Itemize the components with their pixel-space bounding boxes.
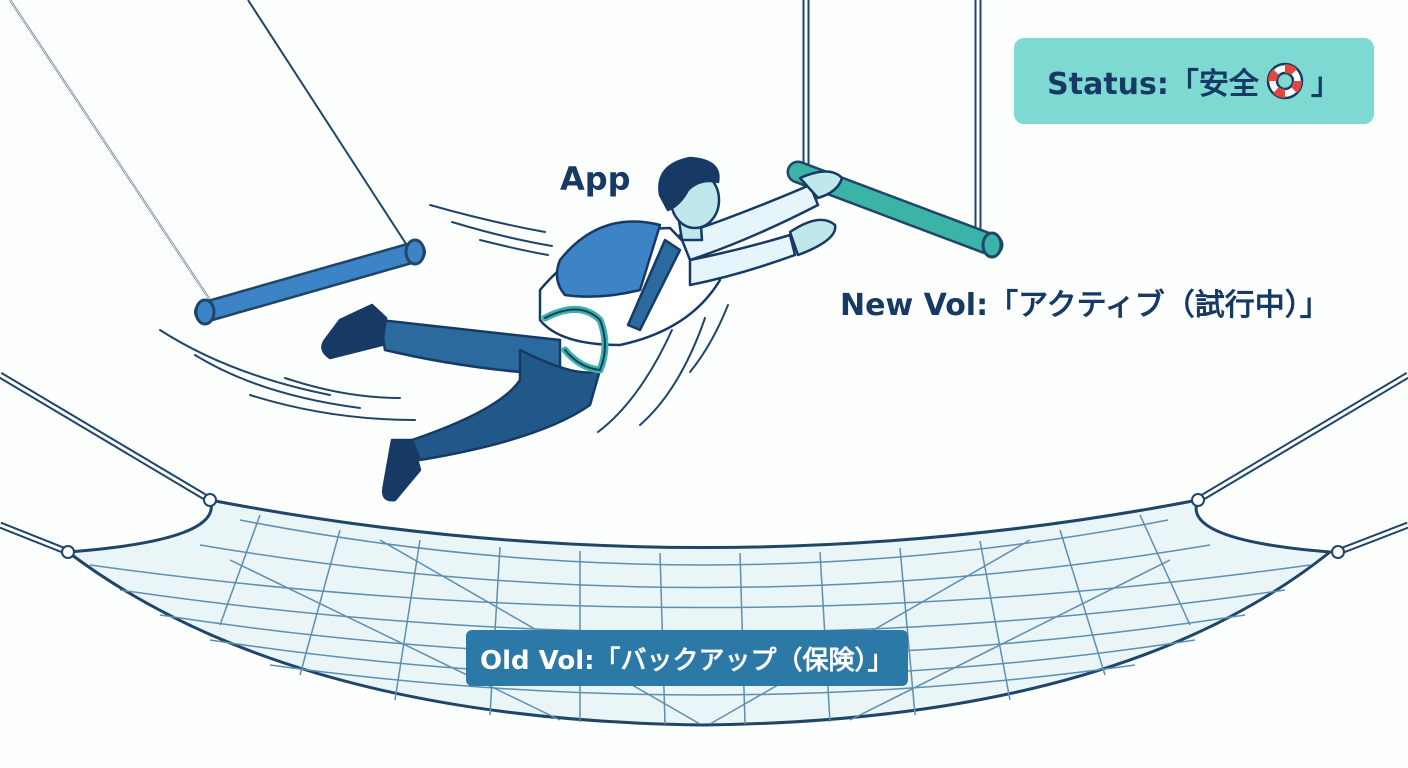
flying-person <box>321 156 844 502</box>
status-text: Status:「安全 <box>1047 67 1259 102</box>
new-trapeze <box>786 0 1004 259</box>
old-trapeze <box>6 0 426 326</box>
old-vol-badge: Old Vol:「バックアップ（保険）」 <box>466 630 908 686</box>
motion-lines <box>159 204 729 433</box>
app-label: App <box>560 160 631 198</box>
new-vol-label: New Vol:「アクティブ（試行中）」 <box>840 288 1330 323</box>
life-ring-icon <box>1266 62 1304 100</box>
safety-net <box>63 497 1334 727</box>
status-bracket-close: 」 <box>1310 67 1341 102</box>
status-badge: Status:「安全 」 <box>1014 38 1374 124</box>
old-vol-label: Old Vol:「バックアップ（保険）」 <box>480 645 894 676</box>
net-ropes <box>0 371 1408 559</box>
